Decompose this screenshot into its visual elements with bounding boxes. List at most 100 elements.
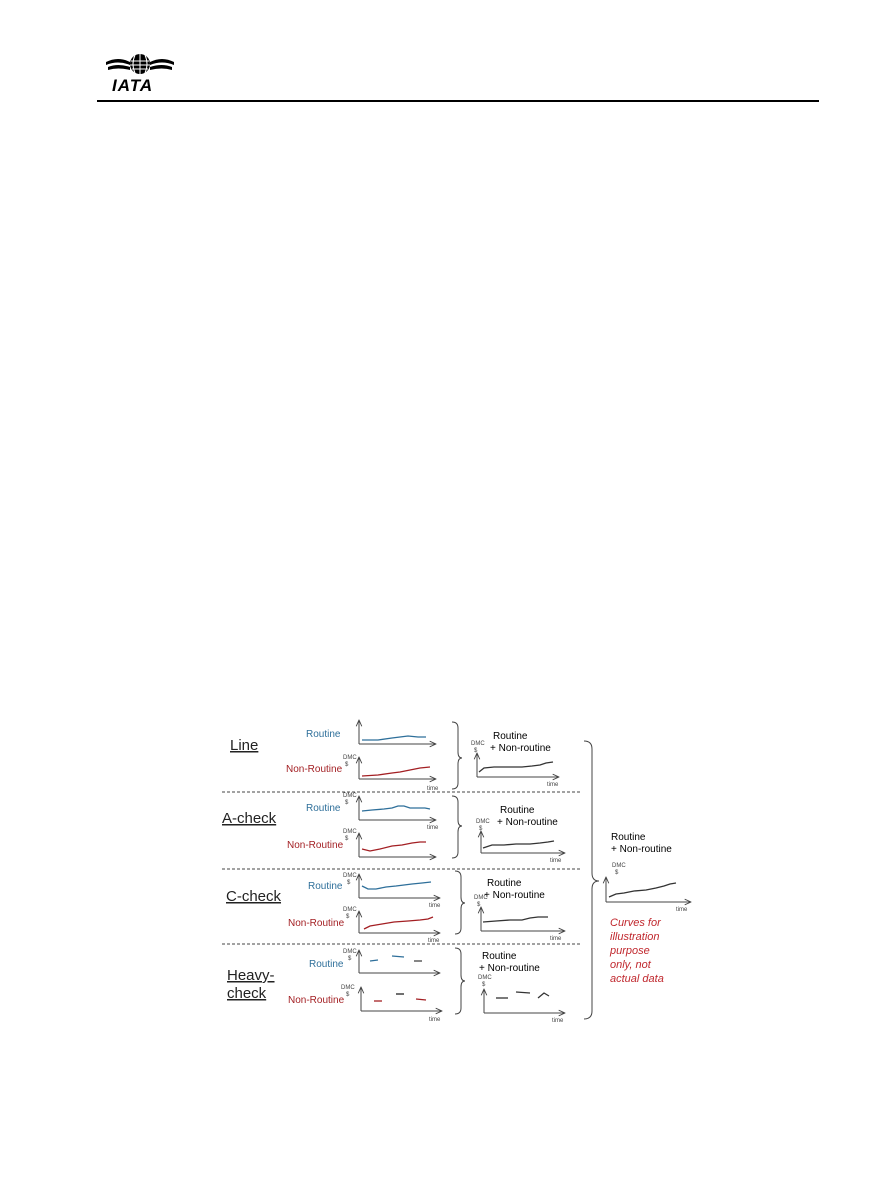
- non-routine-mini-chart: [359, 833, 436, 857]
- row-a-check: A-check DMC $ Routine time DMC $ Non-Rou…: [222, 793, 565, 864]
- note-line: illustration: [610, 931, 660, 943]
- combined-label-bottom: + Non-routine: [479, 963, 540, 974]
- routine-label: Routine: [309, 959, 344, 970]
- row-brace: [454, 947, 466, 1015]
- total-curve: [608, 882, 677, 898]
- illustration-note: Curves for illustration purpose only, no…: [609, 917, 664, 985]
- combined-mini-chart: time: [484, 989, 565, 1024]
- row-brace: [454, 870, 466, 935]
- combined-label-top: Routine: [493, 731, 528, 742]
- x-axis-label: time: [427, 825, 439, 831]
- iata-globe-logo-icon: [106, 54, 174, 74]
- x-axis-label: time: [547, 782, 559, 788]
- y-axis-unit: $: [346, 914, 350, 920]
- non-routine-label: Non-Routine: [288, 918, 345, 929]
- combined-label-top: Routine: [500, 805, 535, 816]
- combined-curve-segment: [515, 991, 531, 994]
- y-axis-unit: $: [347, 880, 351, 886]
- x-axis-label: time: [429, 1017, 441, 1023]
- y-axis-label: DMC: [341, 985, 355, 991]
- x-axis-label: time: [550, 858, 562, 864]
- row-brace: [451, 721, 463, 790]
- y-axis-label: DMC: [612, 863, 626, 869]
- routine-mini-chart: time: [359, 796, 439, 831]
- y-axis-label: DMC: [343, 907, 357, 913]
- row-line: Line Routine DMC $ Non-Routine time Rout…: [230, 720, 559, 792]
- iata-logo-text: IATA: [112, 76, 154, 95]
- x-axis-label: time: [550, 936, 562, 942]
- routine-label: Routine: [306, 803, 341, 814]
- y-axis-label: DMC: [343, 793, 357, 799]
- y-axis-label: DMC: [478, 975, 492, 981]
- routine-label: Routine: [308, 881, 343, 892]
- non-routine-label: Non-Routine: [286, 764, 343, 775]
- routine-curve-segment: [391, 955, 405, 958]
- combined-label-top: Routine: [487, 878, 522, 889]
- non-routine-curve: [363, 916, 434, 930]
- row-label-line: Line: [230, 737, 258, 754]
- row-label-c-check: C-check: [226, 888, 282, 905]
- combined-label-top: Routine: [482, 951, 517, 962]
- x-axis-label: time: [429, 903, 441, 909]
- y-axis-unit: $: [345, 836, 349, 842]
- y-axis-unit: $: [479, 826, 483, 832]
- y-axis-label: DMC: [343, 829, 357, 835]
- combined-curve: [482, 916, 548, 923]
- y-axis-label: DMC: [343, 949, 357, 955]
- y-axis-unit: $: [482, 982, 486, 988]
- combined-curve-segment: [537, 992, 550, 999]
- combined-label-bottom: + Non-routine: [497, 817, 558, 828]
- routine-curve-segment: [369, 959, 379, 962]
- row-label-heavy-check-line2: check: [227, 985, 267, 1002]
- routine-curve: [361, 805, 431, 812]
- y-axis-unit: $: [477, 902, 481, 908]
- x-axis-label: time: [552, 1018, 564, 1024]
- combined-mini-chart: time: [481, 907, 565, 942]
- non-routine-mini-chart: time: [359, 757, 439, 792]
- x-axis-label: time: [676, 907, 688, 913]
- row-label-a-check: A-check: [222, 810, 277, 827]
- non-routine-label: Non-Routine: [287, 840, 344, 851]
- y-axis-unit: $: [345, 762, 349, 768]
- y-axis-label: DMC: [343, 755, 357, 761]
- x-axis-label: time: [428, 938, 440, 944]
- routine-curve: [361, 881, 432, 890]
- x-axis-label: time: [427, 786, 439, 792]
- row-c-check: C-check DMC $ Routine time DMC $ Non-Rou…: [226, 870, 565, 944]
- combined-curve: [482, 840, 555, 849]
- routine-mini-chart: [359, 950, 440, 973]
- total-label-top: Routine: [611, 832, 646, 843]
- non-routine-mini-chart: time: [359, 911, 440, 944]
- note-line: actual data: [610, 973, 664, 985]
- routine-label: Routine: [306, 729, 341, 740]
- non-routine-label: Non-Routine: [288, 995, 345, 1006]
- y-axis-unit: $: [348, 956, 352, 962]
- y-axis-label: DMC: [474, 895, 488, 901]
- page-header: IATA: [0, 0, 891, 110]
- combined-label-bottom: + Non-routine: [484, 890, 545, 901]
- y-axis-label: DMC: [476, 819, 490, 825]
- y-axis-unit: $: [345, 800, 349, 806]
- non-routine-curve-segment: [415, 998, 427, 1001]
- non-routine-mini-chart: time: [361, 987, 442, 1023]
- header-rule: [97, 100, 819, 102]
- routine-mini-chart: [359, 720, 436, 744]
- total-brace: [583, 740, 600, 1020]
- row-heavy-check: Heavy- check DMC $ Routine DMC $ Non-Rou…: [227, 947, 565, 1024]
- combined-mini-chart: time: [481, 831, 565, 864]
- y-axis-label: DMC: [471, 741, 485, 747]
- note-line: only, not: [610, 959, 652, 971]
- combined-label-bottom: + Non-routine: [490, 743, 551, 754]
- total-combined-chart: Routine + Non-routine DMC $ time: [606, 832, 691, 913]
- row-label-heavy-check-line1: Heavy-: [227, 967, 275, 984]
- routine-mini-chart: time: [359, 874, 441, 909]
- combined-curve: [478, 761, 554, 773]
- non-routine-curve: [361, 841, 426, 852]
- y-axis-unit: $: [615, 870, 619, 876]
- note-line: purpose: [609, 945, 650, 957]
- row-brace: [451, 795, 463, 859]
- y-axis-unit: $: [474, 748, 478, 754]
- note-line: Curves for: [610, 917, 662, 929]
- combined-mini-chart: time: [477, 753, 559, 788]
